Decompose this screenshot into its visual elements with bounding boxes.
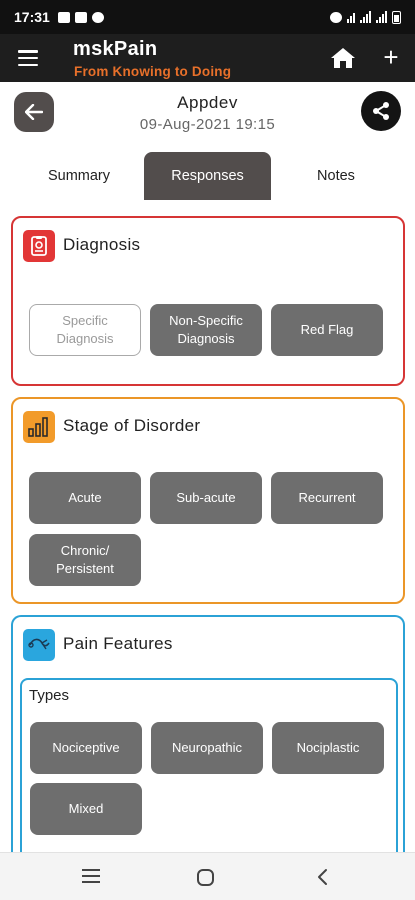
app-bar: mskPain From Knowing to Doing + [0, 34, 415, 82]
camera-icon [91, 11, 104, 23]
types-title: Types [29, 687, 70, 704]
status-time: 17:31 [14, 9, 50, 25]
assessment-date: 09-Aug-2021 19:15 [139, 116, 276, 133]
stage-title: Stage of Disorder [63, 416, 201, 435]
option-red-flag[interactable]: Red Flag [271, 304, 383, 356]
notification-icons [57, 11, 104, 23]
option-acute[interactable]: Acute [29, 472, 141, 524]
patient-name: Appdev [177, 93, 238, 112]
status-bar: 17:31 [0, 0, 415, 34]
option-specific-diagnosis[interactable]: Specific Diagnosis [29, 304, 141, 356]
signal-icon-2 [376, 11, 387, 23]
option-nociplastic[interactable]: Nociplastic [272, 722, 384, 774]
tab-responses[interactable]: Responses [144, 152, 271, 200]
diagnosis-icon [23, 230, 55, 262]
battery-icon [392, 10, 401, 24]
option-sub-acute[interactable]: Sub-acute [150, 472, 262, 524]
chat-icon [74, 11, 87, 23]
add-icon[interactable]: + [383, 42, 399, 72]
signal-icon [360, 11, 371, 23]
nav-back-icon[interactable] [313, 867, 333, 887]
tab-bar: Summary Responses Notes [0, 152, 415, 200]
arrow-left-icon [25, 104, 43, 120]
alarm-icon [330, 11, 342, 23]
system-navigation-bar [0, 852, 415, 900]
option-recurrent[interactable]: Recurrent [271, 472, 383, 524]
bar-chart-icon [23, 411, 55, 443]
share-button[interactable] [361, 91, 401, 131]
option-non-specific-diagnosis[interactable]: Non-Specific Diagnosis [150, 304, 262, 356]
option-chronic-persistent[interactable]: Chronic/ Persistent [29, 534, 141, 586]
app-subtitle: From Knowing to Doing [74, 64, 232, 79]
wifi-icon [347, 11, 355, 23]
types-section: Types Nociceptive Neuropathic Nociplasti… [20, 678, 398, 900]
diagnosis-card: Diagnosis Specific Diagnosis Non-Specifi… [11, 216, 405, 386]
home-circle-icon[interactable] [197, 869, 214, 886]
stage-card: Stage of Disorder Acute Sub-acute Recurr… [11, 397, 405, 604]
back-button[interactable] [14, 92, 54, 132]
share-icon [373, 102, 389, 120]
tab-notes[interactable]: Notes [317, 168, 355, 184]
menu-icon[interactable] [18, 50, 38, 66]
option-nociceptive[interactable]: Nociceptive [30, 722, 142, 774]
pain-features-title: Pain Features [63, 634, 173, 653]
diagnosis-title: Diagnosis [63, 235, 141, 254]
message-icon [57, 11, 70, 23]
home-icon[interactable] [330, 46, 356, 70]
recents-icon[interactable] [82, 869, 100, 883]
app-title: mskPain [73, 38, 158, 60]
option-neuropathic[interactable]: Neuropathic [151, 722, 263, 774]
nerve-icon [23, 629, 55, 661]
option-mixed[interactable]: Mixed [30, 783, 142, 835]
tab-summary[interactable]: Summary [47, 168, 111, 184]
system-icons [330, 10, 401, 24]
